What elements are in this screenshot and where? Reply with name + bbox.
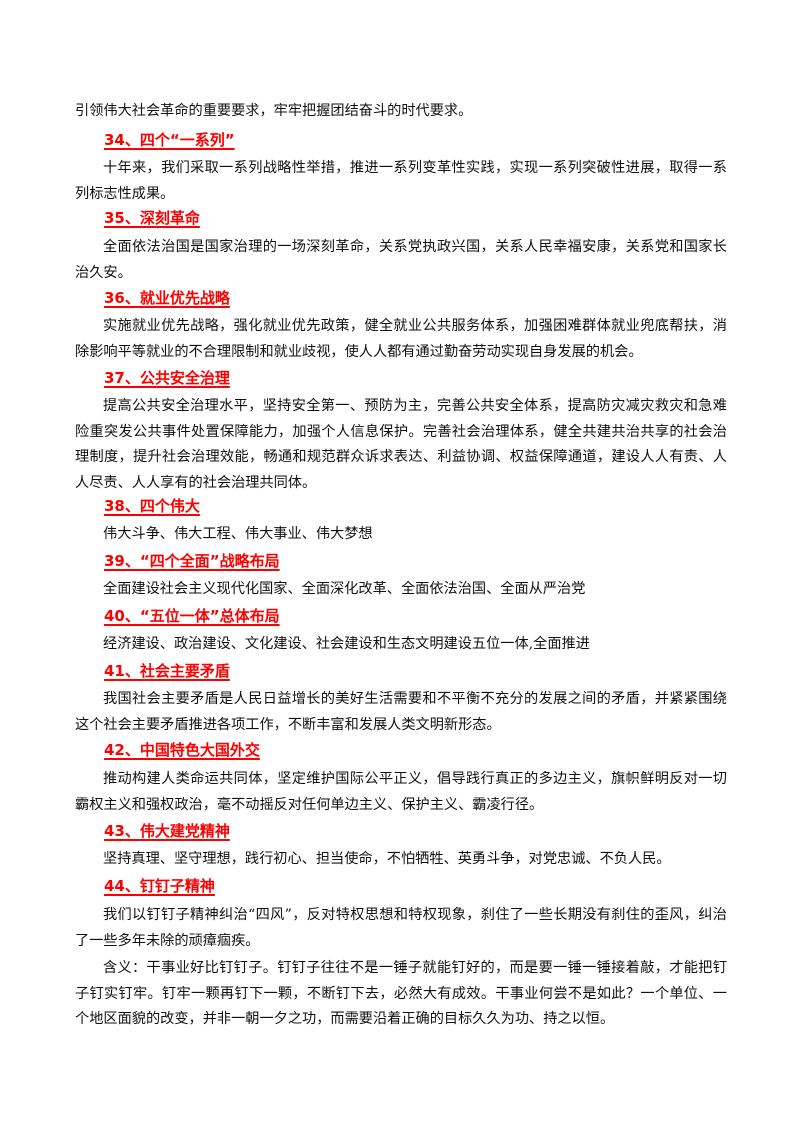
section-paragraph-38: 伟大斗争、伟大工程、伟大事业、伟大梦想 xyxy=(103,526,373,542)
section-paragraph-40: 经济建设、政治建设、文化建设、社会建设和生态文明建设五位一体,全面推进 xyxy=(103,636,590,652)
section-heading-40: 40、“五位一体”总体布局 xyxy=(104,607,280,625)
section-paragraph-43: 坚持真理、坚守理想，践行初心、担当使命，不怕牺牲、英勇斗争，对党忠诚、不负人民。 xyxy=(103,851,671,867)
section-heading-39: 39、“四个全面”战略布局 xyxy=(104,552,280,570)
section-heading-35: 35、深刻革命 xyxy=(104,209,200,227)
section-paragraph-37: 提高公共安全治理水平，坚持安全第一、预防为主，完善公共安全体系，提高防灾减灾救灾… xyxy=(75,398,727,491)
section-paragraph-41: 我国社会主要矛盾是人民日益增长的美好生活需要和不平衡不充分的发展之间的矛盾，并紧… xyxy=(75,691,727,733)
section-paragraph-34: 十年来，我们采取一系列战略性举措，推进一系列变革性实践，实现一系列突破性进展，取… xyxy=(75,160,727,202)
section-paragraph-39: 全面建设社会主义现代化国家、全面深化改革、全面依法治国、全面从严治党 xyxy=(103,581,586,597)
section-heading-41: 41、社会主要矛盾 xyxy=(104,662,230,680)
section-paragraph-44-meaning: 含义：干事业好比钉钉子。钉钉子往往不是一锤子就能钉好的，而是要一锤一锤接着敲，才… xyxy=(75,960,727,1027)
section-paragraph-35: 全面依法治国是国家治理的一场深刻革命，关系党执政兴国，关系人民幸福安康，关系党和… xyxy=(75,239,727,281)
section-heading-38: 38、四个伟大 xyxy=(104,497,200,515)
section-heading-44: 44、钉钉子精神 xyxy=(104,877,215,895)
section-heading-34: 34、四个“一系列” xyxy=(104,131,235,149)
section-paragraph-42: 推动构建人类命运共同体，坚定维护国际公平正义，倡导践行真正的多边主义，旗帜鲜明反… xyxy=(75,771,727,813)
section-paragraph-36: 实施就业优先战略，强化就业优先政策，健全就业公共服务体系，加强困难群体就业兜底帮… xyxy=(75,318,727,360)
section-heading-43: 43、伟大建党精神 xyxy=(104,822,230,840)
section-heading-42: 42、中国特色大国外交 xyxy=(104,741,260,759)
intro-line: 引领伟大社会革命的重要要求，牢牢把握团结奋斗的时代要求。 xyxy=(75,103,473,119)
section-heading-36: 36、就业优先战略 xyxy=(104,289,230,307)
section-paragraph-44: 我们以钉钉子精神纠治“四风”，反对特权思想和特权现象，刹住了一些长期没有刹住的歪… xyxy=(75,907,727,949)
section-heading-37: 37、公共安全治理 xyxy=(104,369,230,387)
